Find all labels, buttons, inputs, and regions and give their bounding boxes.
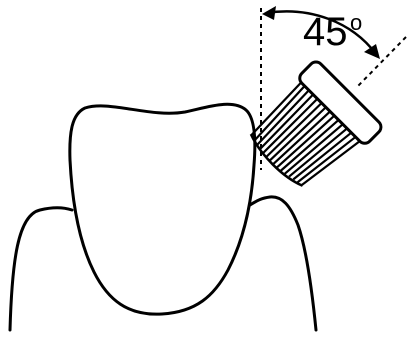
arc-arrowhead-right <box>364 44 380 59</box>
tooth-icon <box>70 104 255 314</box>
toothbrush-head-icon <box>242 59 384 201</box>
angled-reference-line <box>358 37 406 86</box>
arc-arrowhead-left <box>262 6 276 20</box>
angle-value-label: 45 <box>303 10 348 54</box>
degree-symbol: o <box>350 10 362 35</box>
